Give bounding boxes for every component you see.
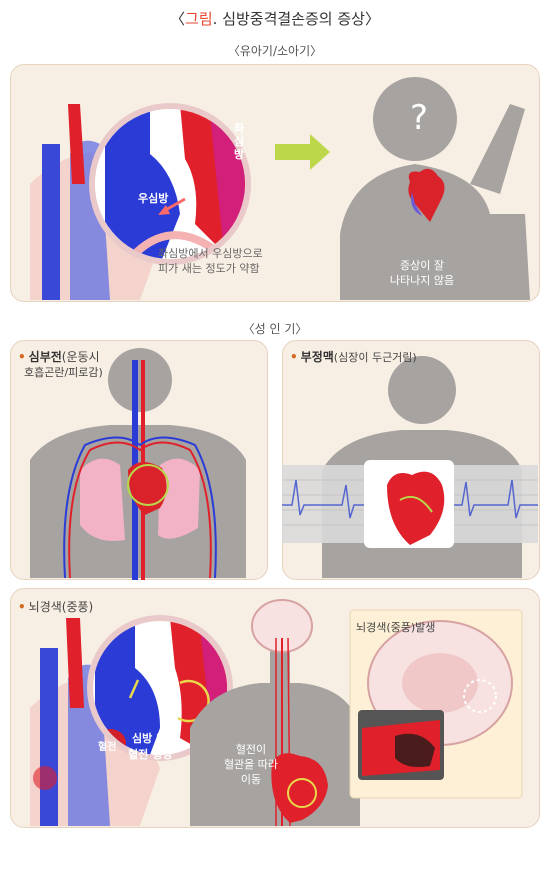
heart-failure-detail2: 호흡곤란/피로감) <box>24 366 103 379</box>
atrial-label: 심방 내 <box>132 732 167 745</box>
stroke-title: 뇌경색(중풍) <box>28 600 94 614</box>
thrombus-formation-label: 혈전 형성 <box>128 748 173 761</box>
heart-failure-label: •심부전(운동시 <box>18 348 100 365</box>
thrombus-label: 혈전 <box>98 742 117 753</box>
stroke-inset-title: 뇌경색(중풍)발생 <box>356 621 436 634</box>
page-title: 〈그림. 심방중격결손증의 증상〉 <box>0 8 550 29</box>
arrhythmia-detail: (심장이 두근거림) <box>333 351 417 364</box>
infancy-illustration <box>30 77 530 300</box>
left-atrium-label: 좌심방 <box>234 122 245 161</box>
stroke-illustration <box>30 599 523 827</box>
right-atrium-label: 우심방 <box>138 192 169 205</box>
thrombus-migration-caption: 혈전이 혈관을 따라 이동 <box>223 743 279 786</box>
section-adult-heading: 〈성 인 기〉 <box>242 322 308 336</box>
heart-failure-illustration <box>30 348 246 580</box>
arrhythmia-illustration <box>282 356 538 578</box>
question-mark: ? <box>410 98 429 138</box>
section-infancy-heading: 〈유아기/소아기〉 <box>227 44 323 58</box>
heart-failure-detail: (운동시 <box>61 350 100 364</box>
bullet-icon: • <box>290 350 298 364</box>
infancy-left-caption: 좌심방에서 우심방으로 피가 새는 정도가 약함 <box>158 247 263 275</box>
arrhythmia-label: •부정맥(심장이 두근거림) <box>290 348 417 365</box>
title-rest: . 심방중격결손증의 증상〉 <box>212 10 380 28</box>
heart-failure-title: 심부전 <box>28 350 62 364</box>
infancy-right-caption: 증상이 잘 나타나지 않음 <box>389 259 455 287</box>
title-bracket: 〈 <box>170 10 186 28</box>
bullet-icon: • <box>18 350 26 364</box>
bullet-icon: • <box>18 600 26 614</box>
arrhythmia-title: 부정맥 <box>300 350 334 364</box>
title-accent: 그림 <box>185 10 213 28</box>
stroke-label: •뇌경색(중풍) <box>18 598 93 615</box>
